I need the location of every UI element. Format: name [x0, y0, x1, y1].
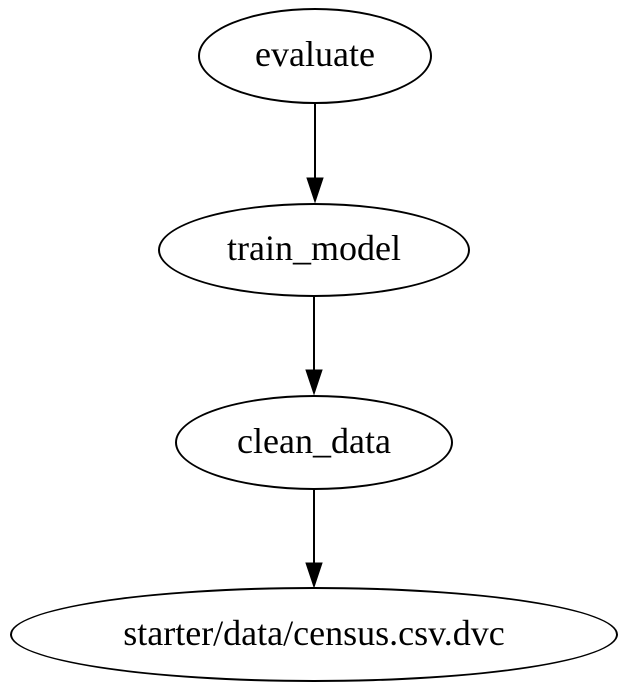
edge-evaluate-to-train-model [306, 103, 324, 204]
node-clean-data: clean_data [175, 395, 453, 490]
edge-arrowhead-icon [305, 369, 323, 396]
node-census-csv-dvc-label: starter/data/census.csv.dvc [123, 612, 505, 653]
node-train-model-label: train_model [227, 228, 401, 268]
node-train-model: train_model [158, 203, 470, 297]
node-clean-data-label: clean_data [237, 420, 391, 461]
edge-arrowhead-icon [305, 562, 323, 589]
edge-arrowhead-icon [306, 177, 324, 204]
node-census-csv-dvc: starter/data/census.csv.dvc [10, 587, 618, 682]
node-evaluate: evaluate [198, 8, 432, 104]
edge-clean-data-to-census-csv-dvc [305, 489, 323, 589]
node-evaluate-label: evaluate [255, 34, 375, 74]
edge-train-model-to-clean-data [305, 296, 323, 396]
